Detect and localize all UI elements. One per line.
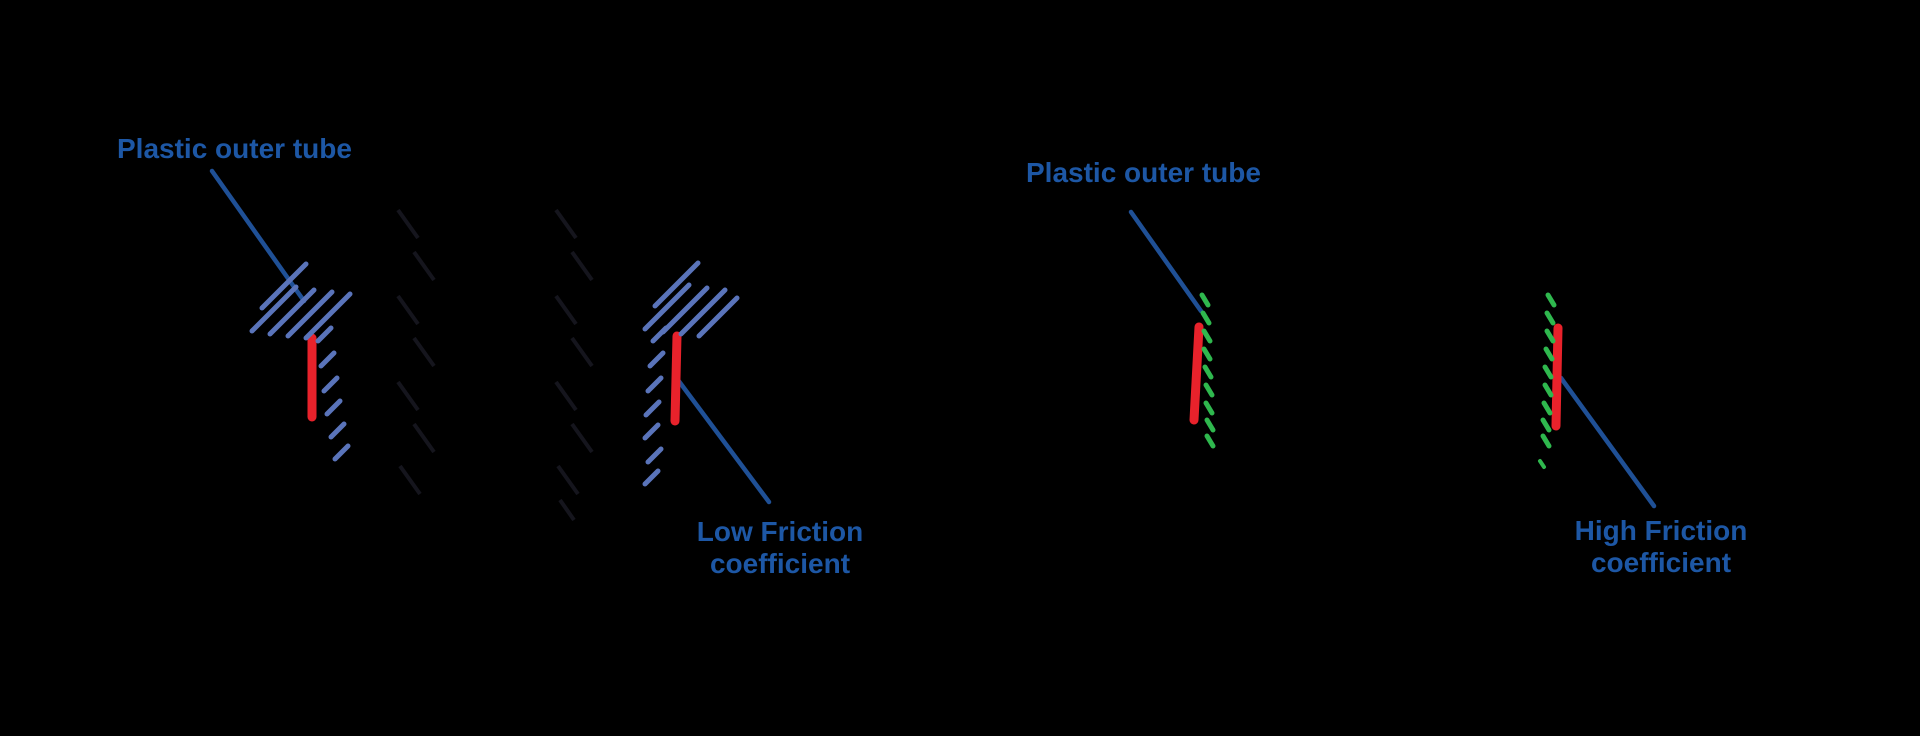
green-dash — [1203, 400, 1215, 416]
high-friction-label: High Friction coefficient — [1574, 515, 1748, 578]
blue-hatch-stroke — [303, 291, 353, 341]
blue-hatch-stroke — [259, 261, 309, 311]
green-dash — [1540, 417, 1552, 433]
green-dash — [1201, 328, 1213, 344]
faint-hatch-stroke — [396, 294, 420, 326]
blue-hatch-dash — [321, 375, 340, 394]
leader-line-high-friction — [1558, 375, 1657, 509]
faint-hatch-stroke — [412, 336, 436, 368]
blue-hatch-dash — [642, 422, 661, 441]
blue-hatch-stroke — [285, 289, 335, 339]
faint-hatch-stroke — [554, 380, 578, 412]
leader-line-plastic-right — [1128, 209, 1204, 314]
green-dash — [1199, 292, 1211, 308]
green-dash — [1540, 433, 1552, 449]
faint-hatch-stroke — [398, 464, 422, 496]
red-contact-line-fig3 — [1189, 322, 1204, 425]
green-dash — [1544, 310, 1556, 326]
faint-hatch-stroke — [558, 498, 576, 522]
blue-hatch-dash — [318, 350, 337, 369]
green-dash — [1541, 400, 1553, 416]
blue-hatch-stroke — [678, 287, 728, 337]
faint-hatch-stroke — [396, 208, 420, 240]
faint-hatch-stroke — [412, 250, 436, 282]
faint-hatch-stroke — [570, 250, 594, 282]
faint-hatch-stroke — [412, 422, 436, 454]
blue-hatch-dash — [645, 375, 664, 394]
green-dash — [1201, 346, 1213, 362]
blue-hatch-dash — [643, 399, 662, 418]
blue-hatch-dash — [324, 398, 343, 417]
low-friction-label: Low Friction coefficient — [696, 516, 864, 579]
green-dash — [1542, 382, 1554, 398]
red-contact-line-fig2 — [670, 331, 682, 426]
blue-hatch-stroke — [249, 284, 299, 334]
blue-hatch-stroke — [696, 295, 740, 339]
blue-hatch-dash — [645, 446, 664, 465]
blue-hatch-dash — [315, 325, 334, 344]
green-dash — [1544, 328, 1556, 344]
faint-hatch-stroke — [396, 380, 420, 412]
blue-hatch-dash — [650, 325, 669, 344]
green-dash — [1200, 310, 1212, 326]
blue-hatch-dash — [332, 443, 351, 462]
leader-line-low-friction — [675, 377, 772, 505]
faint-hatch-stroke — [556, 464, 580, 496]
blue-hatch-dash — [647, 350, 666, 369]
faint-hatch-stroke — [554, 294, 578, 326]
green-dash — [1545, 292, 1557, 308]
green-dash — [1542, 364, 1554, 380]
blue-hatch-dash — [642, 468, 661, 487]
faint-hatch-stroke — [570, 422, 594, 454]
plastic-outer-tube-label-left: Plastic outer tube — [117, 133, 352, 164]
green-dash — [1204, 417, 1216, 433]
green-dash — [1543, 346, 1555, 362]
blue-hatch-stroke — [642, 282, 692, 332]
faint-hatch-stroke — [570, 336, 594, 368]
green-dash — [1538, 459, 1546, 469]
blue-hatch-stroke — [660, 285, 710, 335]
green-dash — [1203, 382, 1215, 398]
faint-hatch-stroke — [554, 208, 578, 240]
blue-hatch-stroke — [267, 287, 317, 337]
green-dash — [1202, 364, 1214, 380]
red-contact-line-fig4 — [1551, 323, 1563, 431]
green-dash — [1204, 433, 1216, 449]
blue-hatch-dash — [328, 421, 347, 440]
plastic-outer-tube-label-right: Plastic outer tube — [1026, 157, 1261, 188]
blue-hatch-stroke — [652, 260, 701, 309]
